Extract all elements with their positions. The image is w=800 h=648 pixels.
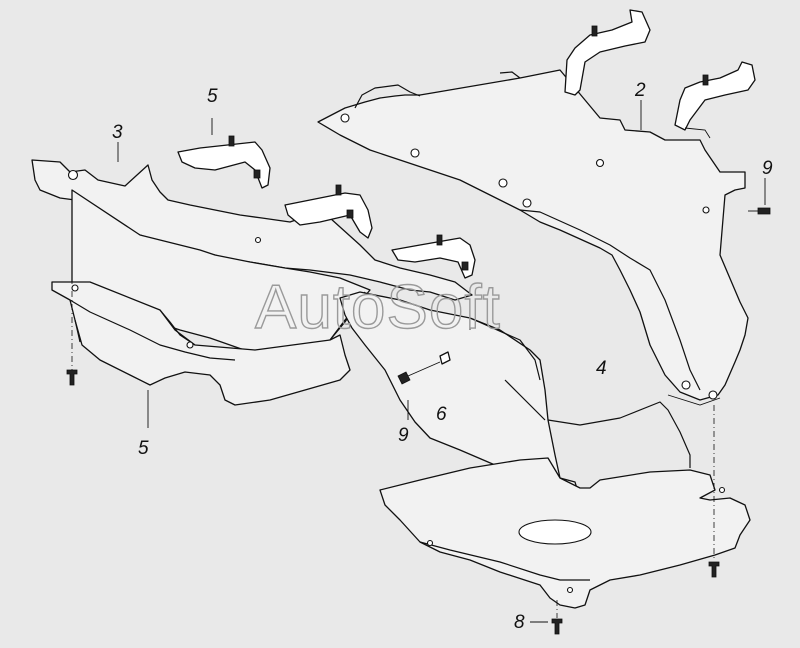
fasteners <box>66 100 771 635</box>
callout-9-left: 9 <box>398 425 409 446</box>
callout-9-right: 9 <box>762 158 773 179</box>
brackets-on-panel <box>177 135 476 279</box>
callout-5-bottom: 5 <box>138 438 149 459</box>
callout-3: 3 <box>112 122 123 143</box>
watermark-text: AutoSoft <box>255 273 501 342</box>
callout-4: 4 <box>596 358 607 379</box>
callout-5-top: 5 <box>207 86 218 107</box>
skid-plate <box>379 401 751 609</box>
callout-2: 2 <box>634 80 646 101</box>
housing-part-4 <box>317 69 749 406</box>
callout-8: 8 <box>514 612 525 633</box>
callout-6: 6 <box>436 404 447 425</box>
bracket-part-2 <box>564 9 756 139</box>
tray-part-5 <box>51 281 351 406</box>
